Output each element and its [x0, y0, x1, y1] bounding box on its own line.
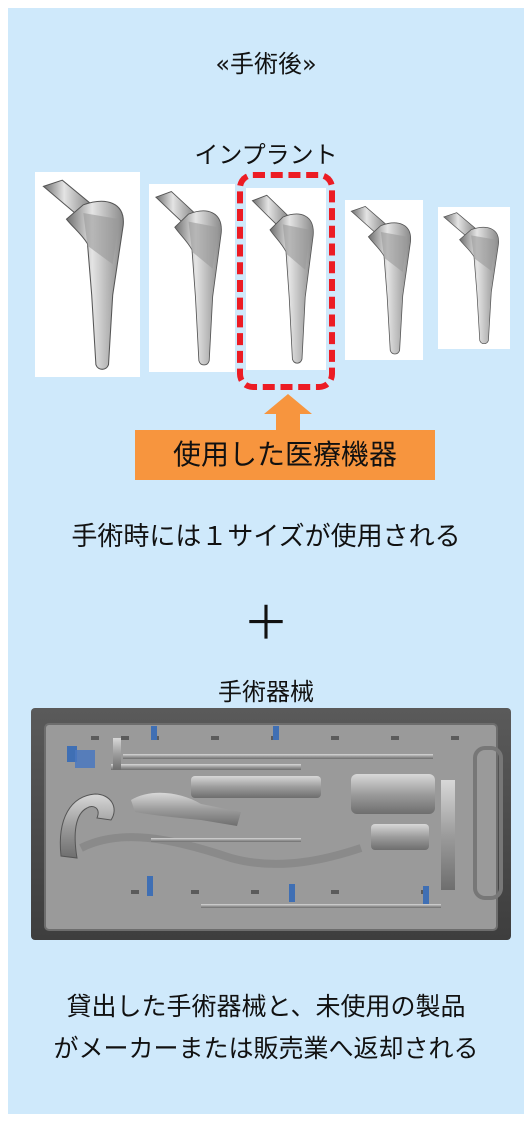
return-note-line-1: 貸出した手術器械と、未使用の製品: [66, 992, 466, 1021]
implant-stem-image-5: [438, 207, 510, 349]
up-arrow-icon: [264, 394, 312, 430]
used-device-badge: 使用した医療機器: [135, 430, 435, 480]
return-note-line-2: がメーカーまたは販売業へ返却される: [53, 1034, 479, 1063]
implant-stem-image-1: [35, 172, 140, 377]
single-size-note: 手術時には１サイズが使用される: [71, 522, 461, 552]
page-title: «手術後»: [215, 50, 317, 78]
used-implant-highlight-frame: [237, 172, 335, 390]
instrument-label: 手術器械: [218, 678, 314, 706]
implant-stem-image-4: [345, 200, 423, 360]
info-panel: «手術後» インプラント: [8, 8, 524, 1114]
implant-stem-image-2: [149, 184, 235, 372]
return-note: 貸出した手術器械と、未使用の製品 がメーカーまたは販売業へ返却される: [8, 986, 524, 1070]
implant-label: インプラント: [194, 141, 338, 169]
surgical-instrument-tray-image: [31, 708, 511, 940]
implant-stem-image-3-used: [246, 188, 326, 370]
plus-sign: ＋: [243, 596, 289, 650]
